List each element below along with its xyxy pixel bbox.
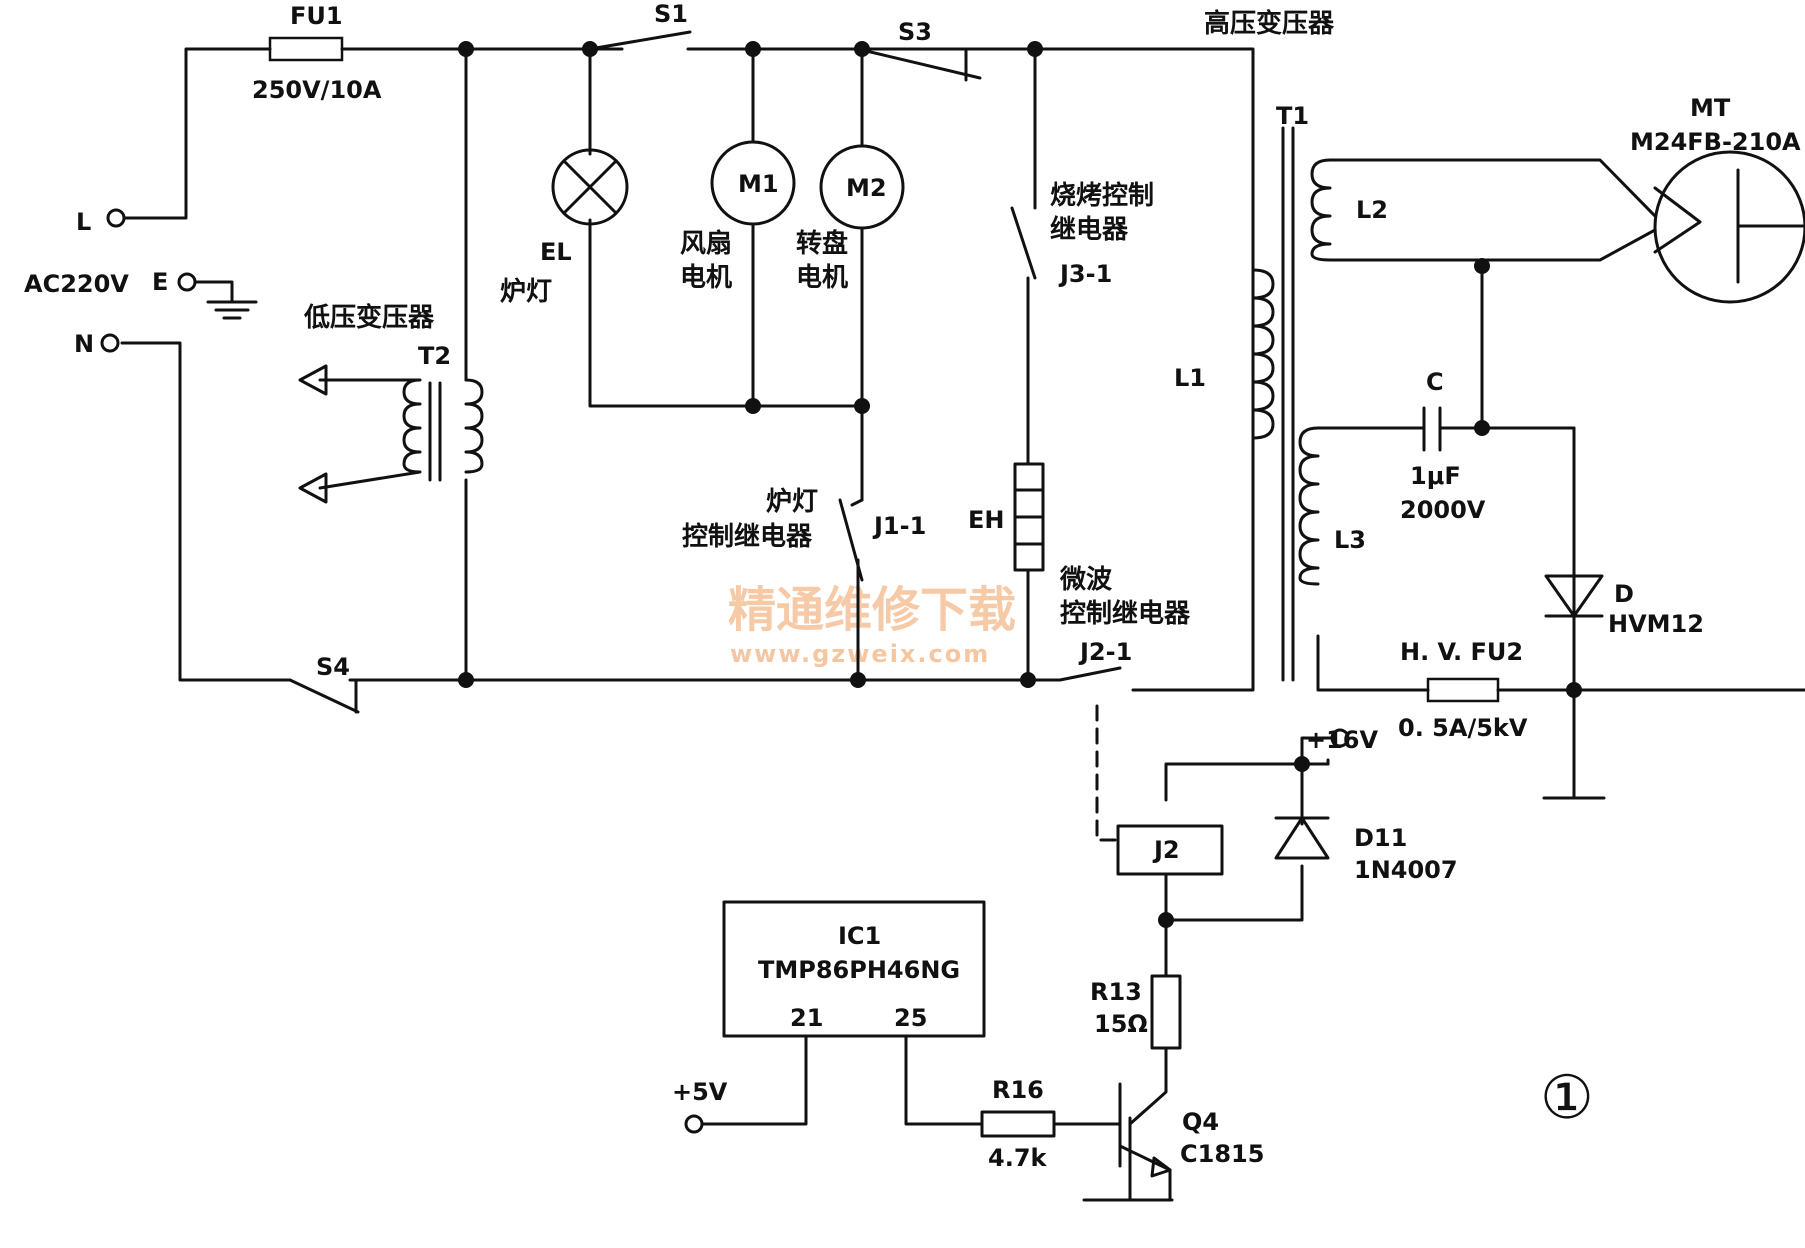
n-label: N [74,330,94,358]
junction-dots [458,41,1582,928]
l-label: L [76,208,91,236]
q4-model: C1815 [1180,1140,1264,1168]
v5-terminal [684,1114,704,1134]
magnetron-mt [1653,150,1805,304]
grill-relay-label-1: 烧烤控制 [1050,181,1154,211]
hv-fu2-rating: 0. 5A/5kV [1398,714,1528,742]
fan-motor-label-1: 风扇 [680,228,732,259]
d-model: HVM12 [1608,610,1704,638]
pin21-label: 21 [790,1004,823,1032]
mw-relay-label-2: 控制继电器 [1060,598,1191,629]
el-label: EL [540,238,572,266]
s3-label: S3 [898,18,932,46]
cap-right-wire [1480,426,1576,692]
pin25-label: 25 [894,1004,927,1032]
j2-label: J2 [1152,836,1180,864]
r16-label: R16 [992,1076,1044,1104]
v16-wire [1300,736,1334,766]
turntable-label-2: 电机 [796,263,848,293]
l2-label: L2 [1356,196,1388,224]
capacitor-c [1418,406,1576,452]
m2-label: M2 [846,174,887,202]
r16-value: 4.7k [988,1144,1048,1172]
j3-label: J3-1 [1058,260,1112,288]
watermark-title: 精通维修下载 [728,582,1016,638]
e-label: E [152,268,168,296]
relay-driver-circuit [1128,758,1330,1202]
fuse-hv-fu2 [1426,677,1805,800]
ic1-chip [722,900,986,1038]
l3-label: L3 [1334,526,1366,554]
lamp-el [551,148,629,226]
ic-wiring [700,1034,1174,1202]
fu1-rating: 250V/10A [252,76,382,104]
transformer-t1 [1251,126,1657,692]
q4-label: Q4 [1182,1108,1219,1136]
hv-fu2-label: H. V. FU2 [1400,638,1523,666]
fan-motor-label-2: 电机 [680,263,732,293]
v16-label: +16V [1306,726,1379,754]
t1-label: T1 [1276,102,1309,130]
resistor-r16 [980,1110,1056,1138]
turntable-label-1: 转盘 [796,228,848,259]
c-value: 1μF [1410,462,1461,490]
v5-label: +5V [672,1078,728,1106]
grill-relay-label-2: 继电器 [1050,214,1129,245]
fuse-fu1 [268,36,344,62]
c-label: C [1426,368,1444,396]
ground-wire [193,280,234,304]
m1-label: M1 [738,170,779,198]
resistor-r13 [1150,974,1182,1050]
ac-label: AC220V [24,270,129,298]
mt-label: MT [1690,94,1731,122]
r13-label: R13 [1090,978,1142,1006]
mt-model: M24FB-210A [1630,128,1801,156]
figure-number: ① [1540,1063,1594,1133]
fu1-label: FU1 [290,2,343,30]
lamp-relay-label-1: 炉灯 [766,487,818,517]
relay-coil-j2 [1116,824,1224,876]
ground-icon [206,300,258,320]
lamp-relay-label-2: 控制继电器 [682,521,813,552]
heater-eh [1013,462,1045,572]
mw-relay-label-1: 微波 [1059,564,1113,595]
r13-value: 15Ω [1094,1010,1148,1038]
d11-model: 1N4007 [1354,856,1458,884]
l1-label: L1 [1174,364,1206,392]
hv-transformer-label: 高压变压器 [1204,8,1335,39]
d11-label: D11 [1354,824,1407,852]
s4-label: S4 [316,653,350,681]
ic1-label: IC1 [838,922,881,950]
el-cn-label: 炉灯 [500,277,552,307]
motor-m2 [819,144,905,230]
terminal-e [177,272,197,292]
watermark-url: www.gzweix.com [730,640,990,668]
ic1-model: TMP86PH46NG [758,956,960,984]
d-label: D [1614,580,1634,608]
c-voltage: 2000V [1400,496,1486,524]
terminal-l [106,208,126,228]
diode-d11 [1274,816,1330,860]
t2-cn-label: 低压变压器 [303,302,435,333]
diode-d [1544,574,1604,618]
terminal-n [100,333,120,353]
j1-label: J1-1 [872,512,926,540]
t2-label: T2 [418,342,451,370]
s1-label: S1 [654,0,688,28]
j2-1-label: J2-1 [1078,638,1132,666]
transformer-t2 [298,364,484,504]
motor-m1 [710,140,796,226]
main-wiring [120,30,1255,842]
eh-label: EH [968,506,1004,534]
